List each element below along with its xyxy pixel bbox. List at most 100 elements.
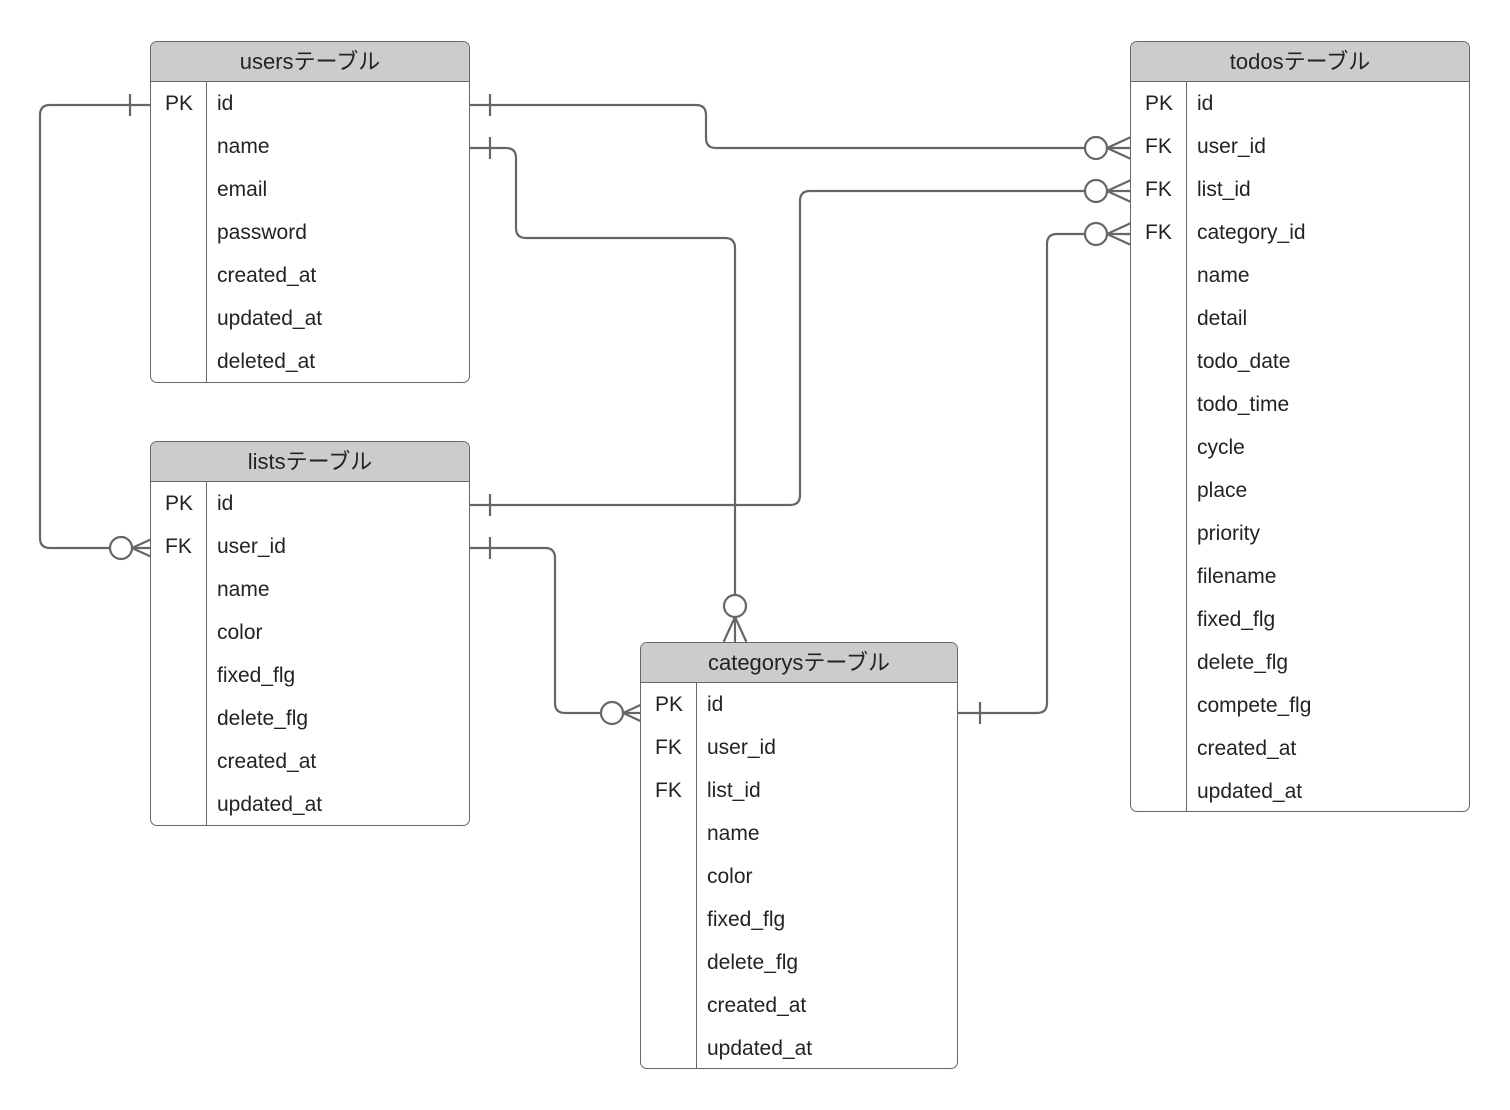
attribute-row[interactable]: todo_date: [1131, 340, 1469, 383]
attribute-row[interactable]: created_at: [151, 740, 469, 783]
relationship-categorys-todos: [956, 221, 1133, 724]
attribute-name: id: [696, 683, 957, 726]
attribute-row[interactable]: updated_at: [641, 1027, 957, 1068]
entity-title-lists: listsテーブル: [151, 442, 469, 482]
attribute-name: delete_flg: [696, 941, 957, 984]
attribute-row[interactable]: updated_at: [151, 783, 469, 825]
attribute-name: updated_at: [206, 783, 469, 825]
attribute-row[interactable]: name: [1131, 254, 1469, 297]
attribute-row[interactable]: delete_flg: [151, 697, 469, 740]
attribute-name: cycle: [1186, 426, 1469, 469]
attribute-row[interactable]: name: [151, 568, 469, 611]
attribute-row[interactable]: name: [641, 812, 957, 855]
attribute-name: filename: [1186, 555, 1469, 598]
attribute-row[interactable]: name: [151, 125, 469, 168]
attribute-row[interactable]: FK user_id: [1131, 125, 1469, 168]
attribute-row[interactable]: place: [1131, 469, 1469, 512]
attribute-row[interactable]: created_at: [641, 984, 957, 1027]
attribute-name: user_id: [206, 525, 469, 568]
entity-title-todos: todosテーブル: [1131, 42, 1469, 82]
attribute-name: created_at: [696, 984, 957, 1027]
attribute-name: compete_flg: [1186, 684, 1469, 727]
attribute-name: email: [206, 168, 469, 211]
attribute-row[interactable]: fixed_flg: [151, 654, 469, 697]
cardinality-many-crowsfoot: [1105, 135, 1133, 161]
attribute-name: fixed_flg: [696, 898, 957, 941]
attribute-name: list_id: [1186, 168, 1469, 211]
attribute-name: name: [206, 568, 469, 611]
attribute-name: id: [206, 482, 469, 525]
cardinality-zero-circle: [1083, 135, 1109, 161]
attribute-key: FK: [1145, 134, 1172, 158]
relationship-users-lists: [38, 94, 158, 561]
attribute-name: name: [1186, 254, 1469, 297]
attribute-row[interactable]: detail: [1131, 297, 1469, 340]
attribute-name: todo_date: [1186, 340, 1469, 383]
attribute-name: created_at: [1186, 727, 1469, 770]
attribute-row[interactable]: todo_time: [1131, 383, 1469, 426]
attribute-name: detail: [1186, 297, 1469, 340]
attribute-row[interactable]: cycle: [1131, 426, 1469, 469]
attribute-row[interactable]: fixed_flg: [1131, 598, 1469, 641]
attribute-name: todo_time: [1186, 383, 1469, 426]
relationship-users-categorys: [468, 137, 748, 643]
cardinality-zero-circle: [108, 535, 134, 561]
attribute-name: updated_at: [696, 1027, 957, 1068]
attribute-name: deleted_at: [206, 340, 469, 382]
attribute-row[interactable]: created_at: [1131, 727, 1469, 770]
attribute-row[interactable]: fixed_flg: [641, 898, 957, 941]
attribute-row[interactable]: priority: [1131, 512, 1469, 555]
relationship-lists-todos: [468, 178, 1133, 516]
attribute-name: place: [1186, 469, 1469, 512]
attribute-row[interactable]: compete_flg: [1131, 684, 1469, 727]
attribute-name: id: [206, 82, 469, 125]
entity-title-categorys: categorysテーブル: [641, 643, 957, 683]
attribute-name: fixed_flg: [206, 654, 469, 697]
attribute-row[interactable]: updated_at: [1131, 770, 1469, 811]
attribute-name: list_id: [696, 769, 957, 812]
attribute-name: color: [696, 855, 957, 898]
attribute-name: user_id: [1186, 125, 1469, 168]
attribute-name: created_at: [206, 254, 469, 297]
attribute-row[interactable]: color: [151, 611, 469, 654]
attribute-name: name: [206, 125, 469, 168]
cardinality-zero-circle: [599, 700, 625, 726]
attribute-row[interactable]: FK user_id: [151, 525, 469, 568]
attribute-row[interactable]: updated_at: [151, 297, 469, 340]
cardinality-many-crowsfoot: [1105, 178, 1133, 204]
cardinality-zero-circle: [722, 593, 748, 619]
attribute-name: created_at: [206, 740, 469, 783]
attribute-name: updated_at: [1186, 770, 1469, 811]
attribute-row[interactable]: deleted_at: [151, 340, 469, 382]
attribute-key: FK: [165, 534, 192, 558]
attribute-row[interactable]: created_at: [151, 254, 469, 297]
attribute-name: color: [206, 611, 469, 654]
attribute-row[interactable]: color: [641, 855, 957, 898]
attribute-row[interactable]: email: [151, 168, 469, 211]
attribute-name: delete_flg: [206, 697, 469, 740]
attribute-row[interactable]: delete_flg: [641, 941, 957, 984]
attribute-name: delete_flg: [1186, 641, 1469, 684]
attribute-row[interactable]: filename: [1131, 555, 1469, 598]
attribute-name: category_id: [1186, 211, 1469, 254]
attribute-row[interactable]: delete_flg: [1131, 641, 1469, 684]
attribute-key: FK: [655, 735, 682, 759]
cardinality-many-crowsfoot: [1105, 221, 1133, 247]
attribute-row[interactable]: password: [151, 211, 469, 254]
